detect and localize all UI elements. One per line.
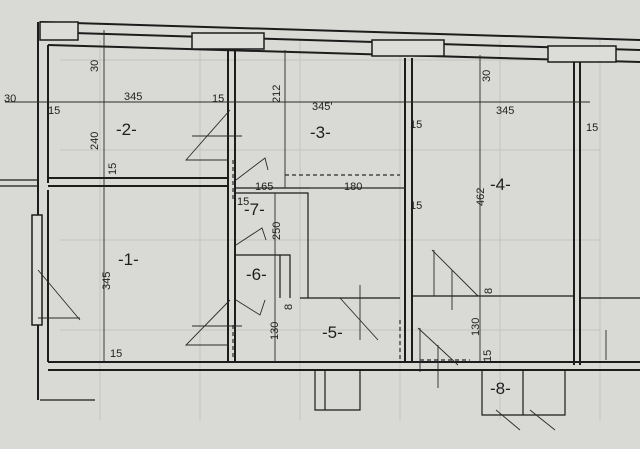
dimension-label: 8 xyxy=(483,288,495,294)
dimension-label: 15 xyxy=(237,196,249,208)
dimension-label: 130 xyxy=(470,318,482,336)
room-6-label: -6- xyxy=(246,265,267,284)
dimension-label: 212 xyxy=(271,85,283,103)
dimension-label: 180 xyxy=(344,181,362,193)
room-8-label: -8- xyxy=(490,379,511,398)
room-3-label: -3- xyxy=(310,123,331,142)
dimension-label: 15 xyxy=(212,93,224,105)
dimension-label: 345 xyxy=(496,105,514,117)
dimension-label: 15 xyxy=(586,122,598,134)
window xyxy=(547,45,617,63)
dimension-label: 345' xyxy=(312,101,332,113)
room-5-label: -5- xyxy=(322,323,343,342)
dimension-label: 30 xyxy=(4,93,16,105)
room-1-label: -1- xyxy=(118,250,139,269)
window xyxy=(31,214,43,326)
window xyxy=(191,32,265,50)
doors xyxy=(37,109,607,431)
dimension-label: 250 xyxy=(271,222,283,240)
room-labels: -1- -2- -3- -4- -5- -6- -7- -8- xyxy=(116,120,511,398)
dimension-label: 30 xyxy=(481,70,493,82)
dimension-label: 345 xyxy=(101,272,113,290)
dimension-label: 8 xyxy=(283,304,295,310)
dimension-label: 15 xyxy=(48,105,60,117)
walls xyxy=(0,21,640,416)
dimension-label: 15 xyxy=(410,200,422,212)
dimension-label: 15 xyxy=(410,119,422,131)
dimension-label: 462 xyxy=(475,188,487,206)
window xyxy=(39,21,79,41)
room-4-label: -4- xyxy=(490,175,511,194)
dimension-lines xyxy=(5,30,590,362)
room-2-label: -2- xyxy=(116,120,137,139)
dimension-label: 130 xyxy=(269,322,281,340)
window xyxy=(371,39,445,57)
dimension-labels: 30 345 15 15 30 240 15 212 345' 15 30 34… xyxy=(4,60,598,362)
dimension-label: 30 xyxy=(89,60,101,72)
room-7-label: -7- xyxy=(244,200,265,219)
dimension-label: 345 xyxy=(124,91,142,103)
dimension-label: 240 xyxy=(89,132,101,150)
dimension-label: 15 xyxy=(482,350,494,362)
dimension-label: 15 xyxy=(110,348,122,360)
background-grid xyxy=(60,40,601,420)
dimension-label: 15 xyxy=(107,163,119,175)
dimension-label: 165 xyxy=(255,181,273,193)
